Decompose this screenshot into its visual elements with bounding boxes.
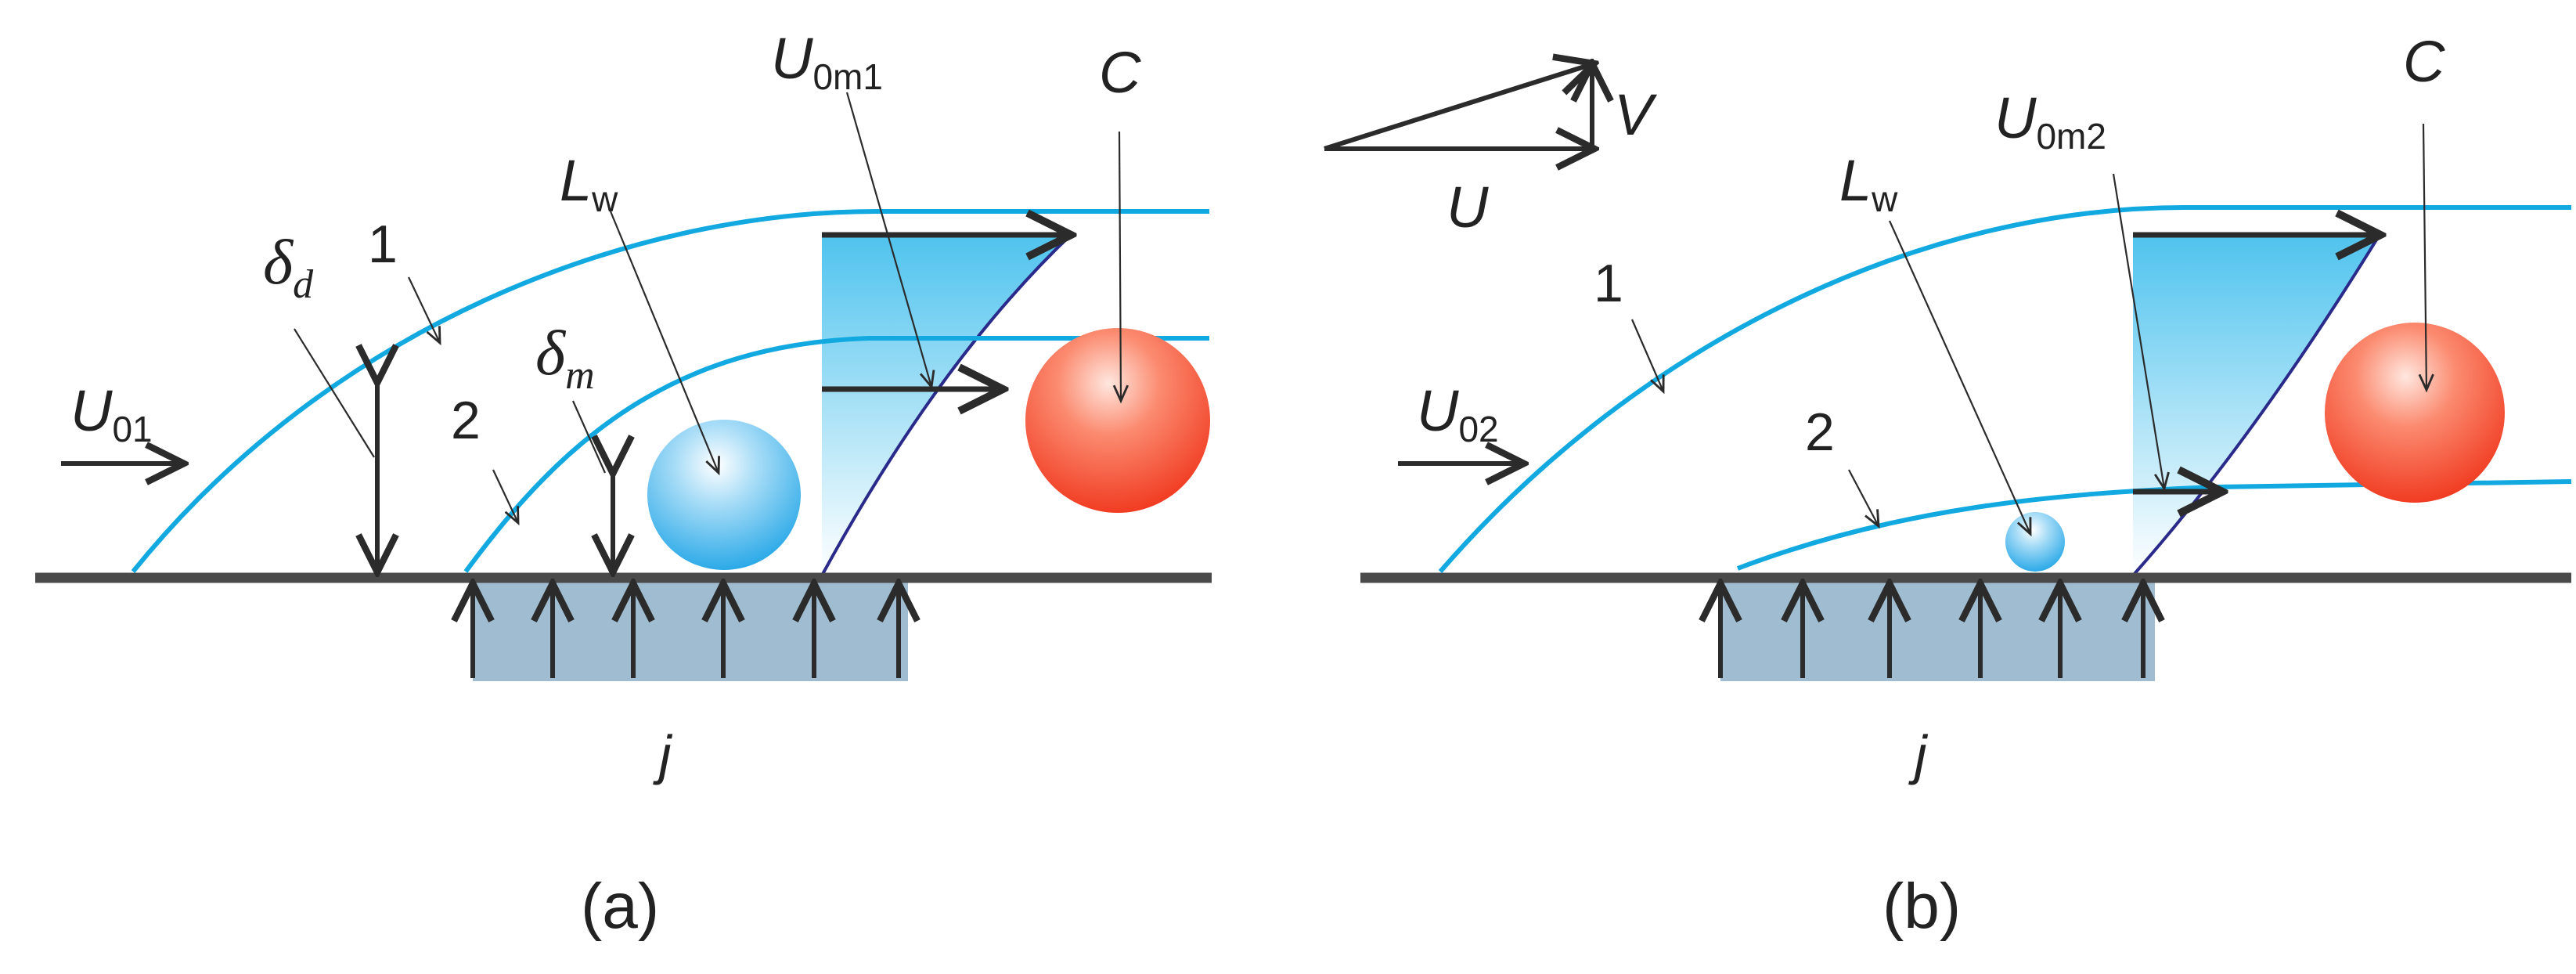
curve-2-label-b: 2 [1805,402,1835,462]
large-scale-structure-a [1025,328,1210,513]
boundary-layer-curve-1-b [1438,205,2571,573]
panel-a: U01 1 2 δd δm Lw U0m1 C j (a) [35,26,1212,942]
velocity-profile-curve-a [820,233,1072,576]
velocity-profile-fill-a [822,235,1071,575]
j-label-b: j [1908,724,1929,785]
leader-lines-b [1630,123,2434,537]
injection-arrows-b [1720,586,2143,678]
c-label-b: C [2403,29,2445,94]
injection-zone-a [473,578,908,681]
small-scale-structure-b [2005,512,2065,572]
inflow-label-a: U01 [70,378,153,449]
c-label-a: C [1099,40,1141,105]
u0m-label-b: U0m2 [1994,85,2106,157]
j-label-a: j [653,724,673,785]
large-scale-structure-b [2325,323,2505,503]
velocity-profile-curve-b [2131,233,2381,577]
curve-1-label-a: 1 [368,215,398,274]
caption-a: (a) [581,871,659,942]
small-scale-structure-a [647,420,801,570]
vector-triangle-b [1324,64,1592,149]
lw-label-a: Lw [560,148,618,219]
vector-v-label-b: V [1614,82,1658,147]
curve-2-label-a: 2 [451,391,481,450]
injection-zone-b [1720,578,2155,681]
vector-u-label-b: U [1447,175,1489,240]
delta-m-label-a: δm [535,317,595,398]
u0m-label-a: U0m1 [771,26,883,97]
panel-b: U02 1 2 Lw U0m2 C V U j (b) [1324,29,2572,942]
lw-label-b: Lw [1839,148,1898,219]
boundary-layer-curve-1-a [131,209,1209,573]
inflow-label-b: U02 [1417,378,1499,449]
caption-b: (b) [1882,871,1961,942]
curve-1-label-b: 1 [1594,254,1623,313]
leader-lines-a [294,92,1129,526]
delta-d-label-a: δd [263,226,314,307]
injection-arrows-a [473,586,899,678]
